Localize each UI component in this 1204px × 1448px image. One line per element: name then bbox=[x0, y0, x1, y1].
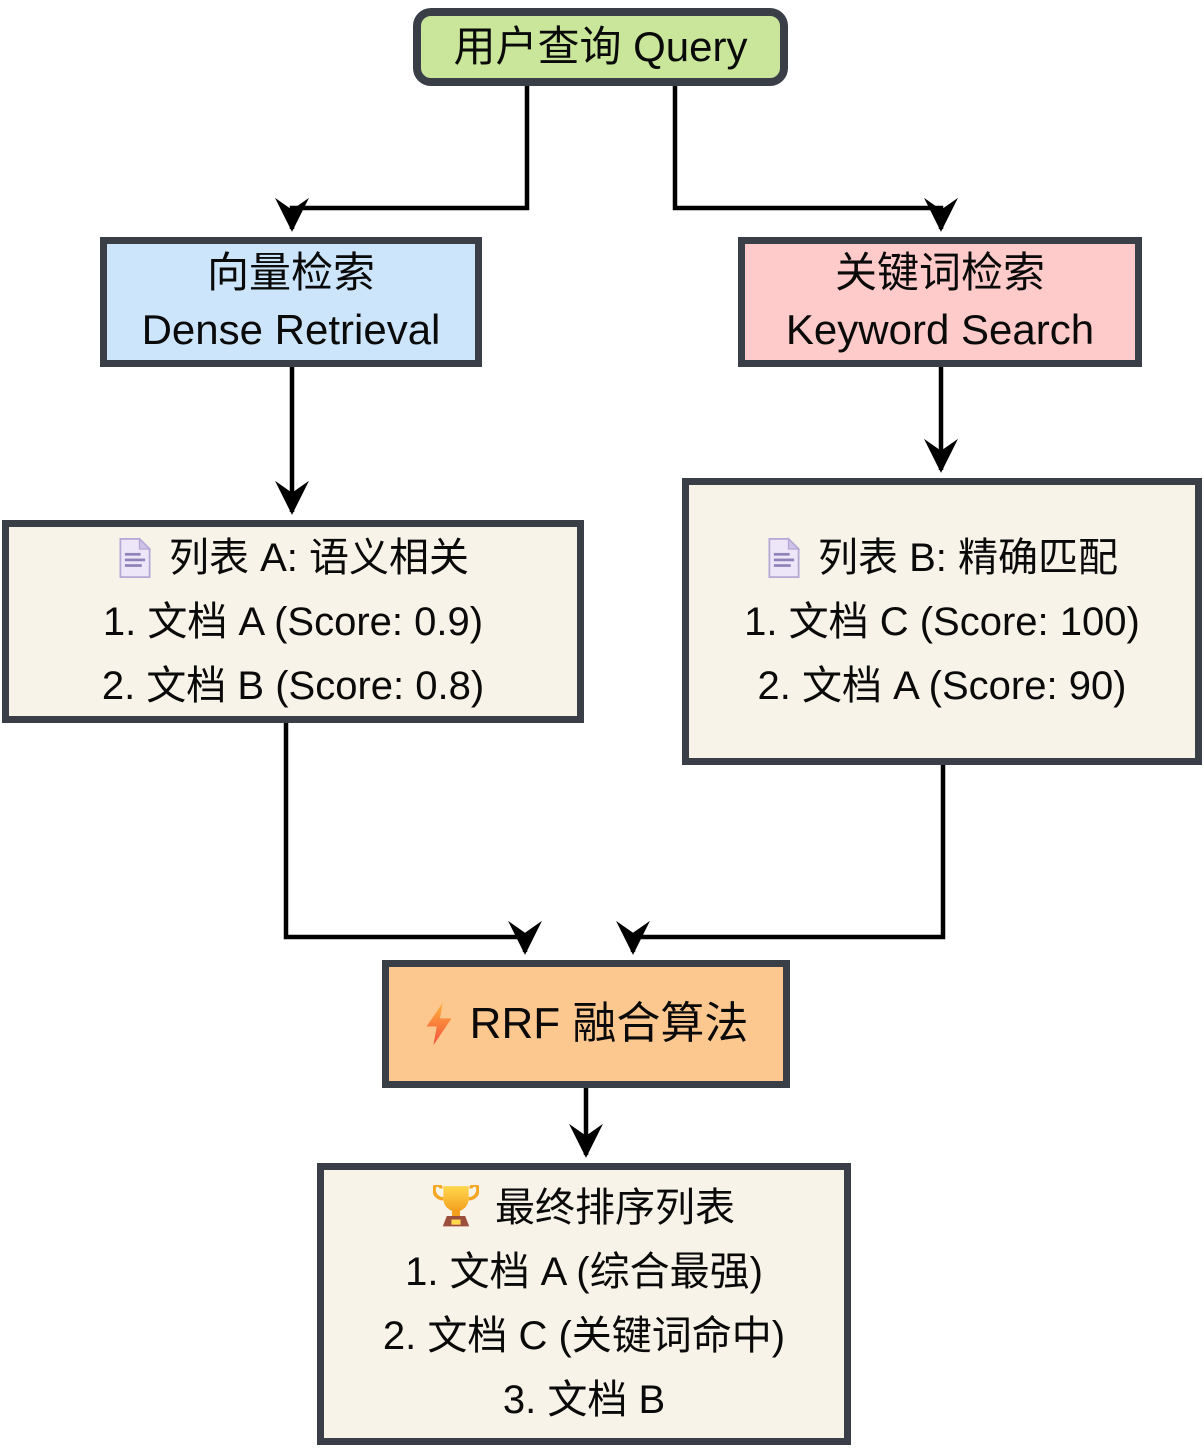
node-dense-line-zh: 向量检索 bbox=[206, 249, 375, 297]
node-rrf-fusion: RRF 融合算法 bbox=[382, 960, 790, 1088]
final-item: 3. 文档 B bbox=[502, 1378, 666, 1422]
list-b-title: 列表 B: 精确匹配 bbox=[817, 535, 1119, 580]
node-rrf-label: RRF 融合算法 bbox=[469, 999, 749, 1049]
node-keyword-line-en: Keyword Search bbox=[785, 306, 1095, 353]
node-keyword-search: 关键词检索 Keyword Search bbox=[738, 237, 1142, 367]
node-keyword-line-zh: 关键词检索 bbox=[834, 249, 1045, 297]
trophy-icon bbox=[433, 1185, 479, 1231]
edge-listb-to-rrf bbox=[616, 765, 946, 955]
list-b-item: 1. 文档 C (Score: 100) bbox=[744, 599, 1140, 644]
node-final-ranking: 最终排序列表 1. 文档 A (综合最强) 2. 文档 C (关键词命中) 3.… bbox=[317, 1163, 851, 1445]
list-a-title: 列表 A: 语义相关 bbox=[168, 535, 470, 580]
final-title: 最终排序列表 bbox=[495, 1186, 735, 1230]
node-dense-retrieval: 向量检索 Dense Retrieval bbox=[100, 237, 482, 367]
list-a-item: 2. 文档 B (Score: 0.8) bbox=[101, 663, 485, 708]
edge-query-to-dense bbox=[275, 86, 530, 232]
list-a-item: 1. 文档 A (Score: 0.9) bbox=[102, 599, 484, 644]
edge-query-to-keyword bbox=[672, 86, 958, 232]
node-user-query: 用户查询 Query bbox=[413, 8, 788, 86]
final-item: 2. 文档 C (关键词命中) bbox=[382, 1314, 786, 1358]
node-list-a: 列表 A: 语义相关 1. 文档 A (Score: 0.9) 2. 文档 B … bbox=[2, 520, 584, 723]
lightning-icon bbox=[424, 1002, 454, 1046]
final-item: 1. 文档 A (综合最强) bbox=[405, 1250, 763, 1294]
edge-lista-to-rrf bbox=[283, 723, 542, 955]
node-list-b: 列表 B: 精确匹配 1. 文档 C (Score: 100) 2. 文档 A … bbox=[682, 478, 1202, 765]
list-b-item: 2. 文档 A (Score: 90) bbox=[757, 663, 1127, 708]
node-dense-line-en: Dense Retrieval bbox=[141, 306, 441, 353]
document-icon bbox=[766, 536, 802, 579]
node-user-query-label: 用户查询 Query bbox=[453, 22, 748, 70]
document-icon bbox=[117, 536, 153, 579]
